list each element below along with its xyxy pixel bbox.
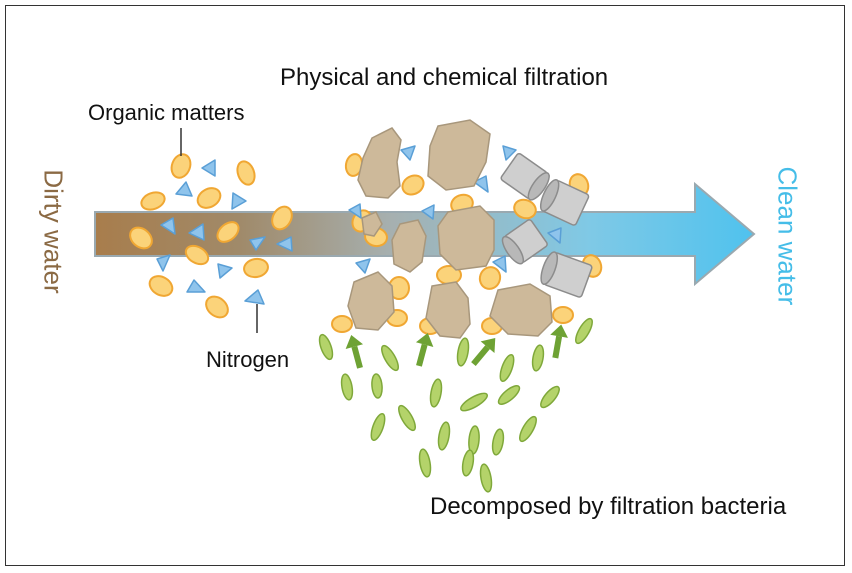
nitrogen-label: Nitrogen [206,347,290,372]
nitrogen-particles [156,145,562,305]
filtration-bacteria [318,317,593,493]
clean-water-label: Clean water [772,166,803,306]
dirty-water-label: Dirty water [38,169,69,294]
decomposition-arrows [345,324,568,369]
filter-cylinders [500,152,593,298]
bacteria-label: Decomposed by filtration bacteria [430,493,787,520]
filter-rocks [347,119,553,339]
organic-matters-label: Organic matters [88,100,245,125]
organic-matter-particles [129,153,603,335]
diagram-frame [5,5,845,566]
diagram-title: Physical and chemical filtration [280,64,609,91]
